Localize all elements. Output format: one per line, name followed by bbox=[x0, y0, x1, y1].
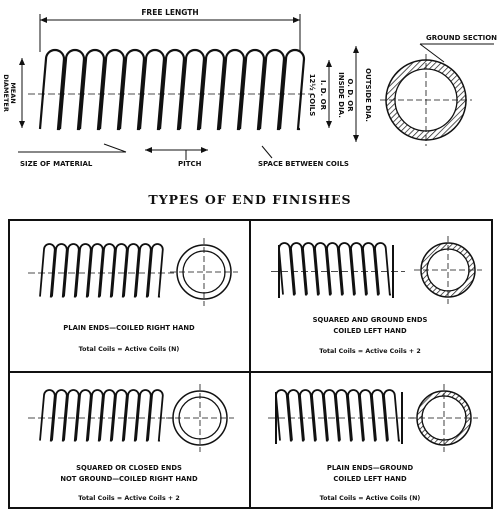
panel-formula: Total Coils = Active Coils (N) bbox=[79, 346, 180, 353]
panel-plain-ground-left: PLAIN ENDS—GROUND COILED LEFT HAND Total… bbox=[268, 384, 478, 502]
panel-title-2: COILED LEFT HAND bbox=[333, 475, 407, 483]
spring-coil-path bbox=[275, 389, 401, 442]
od-label: O. D. OR bbox=[346, 78, 354, 112]
spring-illustration bbox=[268, 389, 414, 444]
panel-formula: Total Coils = Active Coils (N) bbox=[320, 495, 421, 502]
ground-section-ring: GROUND SECTION bbox=[380, 34, 497, 146]
panel-squared-closed-right: SQUARED OR CLOSED ENDS NOT GROUND—COILED… bbox=[28, 384, 234, 502]
ground-section-label: GROUND SECTION bbox=[426, 34, 497, 42]
spring-coil-path bbox=[38, 48, 306, 131]
end-view bbox=[410, 384, 478, 452]
panel-squared-ground-left: SQUARED AND GROUND ENDS COILED LEFT HAND… bbox=[271, 236, 482, 355]
spring-illustration bbox=[271, 242, 405, 298]
end-view bbox=[170, 238, 238, 306]
spring-illustration bbox=[28, 389, 174, 442]
space-between-coils-label: SPACE BETWEEN COILS bbox=[258, 160, 349, 168]
end-view bbox=[166, 384, 234, 452]
section-title: TYPES OF END FINISHES bbox=[148, 192, 351, 207]
main-spring-group: FREE LENGTH MEAN DIAMETER 12½ COILS I. D… bbox=[2, 8, 497, 168]
spring-coil-path bbox=[278, 242, 392, 296]
end-finishes-grid bbox=[8, 219, 493, 509]
panel-title: PLAIN ENDS—COILED RIGHT HAND bbox=[63, 324, 195, 332]
panel-formula: Total Coils = Active Coils + 2 bbox=[319, 348, 420, 355]
spring-coil-path bbox=[39, 243, 164, 298]
od-label-2: OUTSIDE DIA. bbox=[364, 68, 372, 122]
panel-title-2: NOT GROUND—COILED RIGHT HAND bbox=[60, 475, 198, 483]
coils-label: 12½ COILS bbox=[308, 74, 316, 117]
panel-title: SQUARED AND GROUND ENDS bbox=[313, 316, 428, 324]
panel-title-2: COILED LEFT HAND bbox=[333, 327, 407, 335]
mean-diameter-label-2: DIAMETER bbox=[2, 74, 10, 112]
spring-coil-path bbox=[39, 389, 164, 442]
size-of-material-label: SIZE OF MATERIAL bbox=[20, 160, 93, 168]
panel-title: PLAIN ENDS—GROUND bbox=[327, 464, 414, 472]
panel-formula: Total Coils = Active Coils + 2 bbox=[78, 495, 179, 502]
end-view bbox=[414, 236, 482, 304]
id-label-2: INSIDE DIA. bbox=[337, 72, 345, 118]
panel-title: SQUARED OR CLOSED ENDS bbox=[76, 464, 182, 472]
panel-plain-ends-right: PLAIN ENDS—COILED RIGHT HAND Total Coils… bbox=[28, 238, 238, 353]
pitch-label: PITCH bbox=[178, 160, 202, 168]
mean-diameter-label: MEAN bbox=[9, 82, 17, 103]
id-label: I. D. OR bbox=[319, 80, 327, 111]
free-length-label: FREE LENGTH bbox=[141, 8, 198, 17]
spring-illustration bbox=[28, 243, 174, 298]
main-spring bbox=[28, 48, 314, 131]
